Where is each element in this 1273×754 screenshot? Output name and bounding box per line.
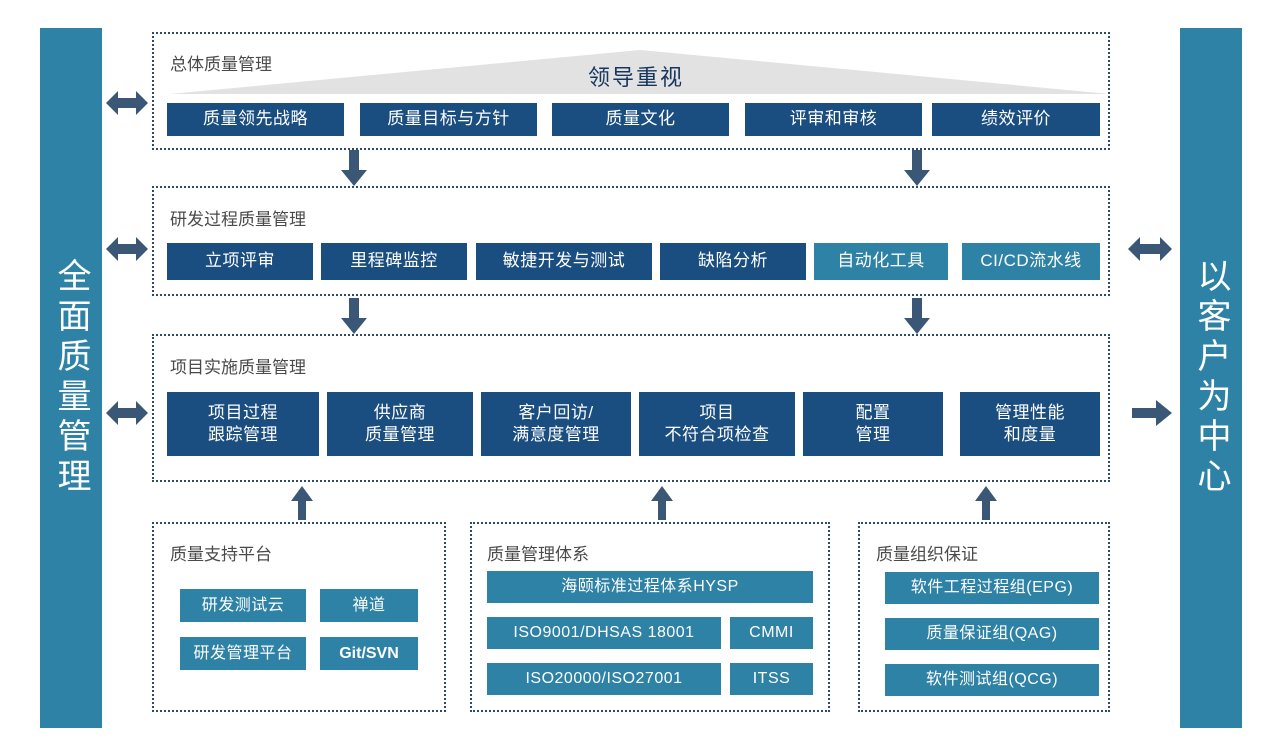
box-git-svn[interactable]: Git/SVN	[320, 637, 418, 670]
panel-title-quality-management-system: 质量管理体系	[487, 545, 589, 564]
box-rd-management-platform[interactable]: 研发管理平台	[180, 637, 306, 670]
box-quality-assurance-group-qag[interactable]: 质量保证组(QAG)	[885, 618, 1099, 650]
box-supplier-quality-management[interactable]: 供应商 质量管理	[327, 392, 473, 456]
arrow-up-organization-assurance-icon	[974, 486, 998, 520]
arrow-up-support-platform-icon	[290, 486, 314, 520]
box-customer-visit-satisfaction-management[interactable]: 客户回访/ 满意度管理	[481, 392, 631, 456]
box-project-initiation-review[interactable]: 立项评审	[167, 243, 313, 280]
box-configuration-management[interactable]: 配置 管理	[803, 392, 943, 456]
box-quality-culture[interactable]: 质量文化	[552, 103, 729, 136]
box-software-test-group-qcg[interactable]: 软件测试组(QCG)	[885, 664, 1099, 696]
panel-title-quality-support-platform: 质量支持平台	[170, 545, 272, 564]
box-quality-goals-and-policy[interactable]: 质量目标与方针	[360, 103, 537, 136]
arrow-down-row1-left-icon	[340, 150, 368, 186]
leadership-emphasis-label: 领导重视	[588, 65, 685, 90]
leadership-triangle	[170, 50, 1110, 98]
panel-title-rd-process-quality-management: 研发过程质量管理	[170, 210, 306, 229]
arrow-down-row2-right-icon	[903, 298, 931, 334]
box-project-nonconformity-inspection[interactable]: 项目 不符合项检查	[639, 392, 795, 456]
box-iso20000-iso27001[interactable]: ISO20000/ISO27001	[487, 663, 721, 695]
arrow-down-row1-right-icon	[903, 150, 931, 186]
box-automation-tools[interactable]: 自动化工具	[814, 243, 948, 280]
box-hysp-standard-process-system[interactable]: 海颐标准过程体系HYSP	[487, 571, 813, 603]
arrow-up-management-system-icon	[650, 486, 674, 520]
box-quality-leading-strategy[interactable]: 质量领先战略	[167, 103, 344, 136]
pillar-total-quality-management: 全面质量管理	[40, 28, 102, 728]
panel-title-project-implementation-quality-management: 项目实施质量管理	[170, 358, 306, 377]
pillar-left-label: 全面质量管理	[52, 258, 91, 498]
panel-title-overall-quality-management: 总体质量管理	[170, 55, 272, 74]
box-milestone-monitoring[interactable]: 里程碑监控	[321, 243, 467, 280]
box-management-performance-and-metrics[interactable]: 管理性能 和度量	[960, 392, 1100, 456]
box-project-process-tracking-management[interactable]: 项目过程 跟踪管理	[167, 392, 319, 456]
arrow-left-row2-icon	[106, 234, 148, 264]
box-software-engineering-process-group-epg[interactable]: 软件工程过程组(EPG)	[885, 572, 1099, 604]
box-defect-analysis[interactable]: 缺陷分析	[660, 243, 806, 280]
panel-title-quality-organization-assurance: 质量组织保证	[876, 545, 978, 564]
box-cicd-pipeline[interactable]: CI/CD流水线	[962, 243, 1100, 280]
box-rd-testing-cloud[interactable]: 研发测试云	[180, 589, 306, 622]
arrow-right-row2-icon	[1128, 234, 1172, 264]
pillar-customer-centric: 以客户为中心	[1180, 28, 1242, 728]
box-itss[interactable]: ITSS	[730, 663, 813, 695]
box-review-and-audit[interactable]: 评审和审核	[745, 103, 922, 136]
pillar-right-label: 以客户为中心	[1192, 258, 1231, 498]
box-performance-evaluation[interactable]: 绩效评价	[932, 103, 1100, 136]
arrow-left-row3-icon	[106, 398, 148, 428]
arrow-left-row1-icon	[106, 88, 148, 118]
box-zentao[interactable]: 禅道	[320, 589, 418, 622]
box-agile-development-and-testing[interactable]: 敏捷开发与测试	[476, 243, 652, 280]
box-cmmi[interactable]: CMMI	[730, 617, 813, 649]
arrow-down-row2-left-icon	[340, 298, 368, 334]
arrow-right-row3-icon	[1132, 400, 1172, 426]
box-iso9001-dhsas18001[interactable]: ISO9001/DHSAS 18001	[487, 617, 721, 649]
